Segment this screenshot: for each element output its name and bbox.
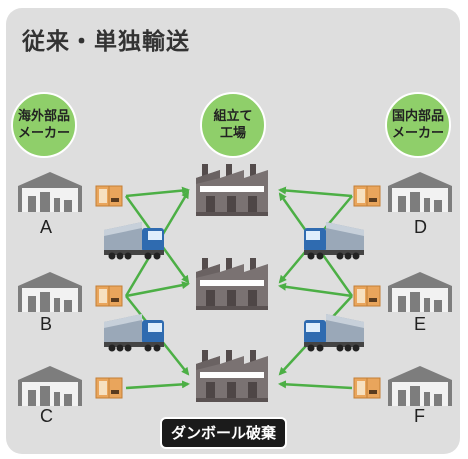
cardboard-box-icon-e: [353, 285, 381, 307]
warehouse-icon-b: [18, 272, 82, 312]
cardboard-box-icon-f: [353, 377, 381, 399]
assembly-plant-label-2: 工場: [219, 126, 246, 141]
factory-icon-middle: [196, 258, 268, 310]
supplier-label-a: A: [40, 217, 53, 237]
truck-icon-right-lower: [304, 314, 364, 352]
supplier-label-c: C: [40, 406, 53, 426]
supplier-label-f: F: [414, 406, 425, 426]
diagram-title: 従来・単独輸送: [22, 29, 190, 55]
factory-icon-top: [196, 164, 268, 216]
arrows-right: [278, 186, 354, 390]
assembly-plant-label-1: 組立て: [213, 109, 253, 124]
domestic-maker-label-2: メーカー: [391, 126, 444, 141]
warehouse-icon-f: [388, 366, 452, 406]
overseas-maker-label-2: メーカー: [17, 126, 70, 141]
domestic-maker-circle: 国内部品 メーカー: [385, 92, 451, 158]
supplier-label-e: E: [414, 314, 427, 334]
cardboard-box-icon-d: [353, 185, 381, 207]
cardboard-box-icon-a: [95, 185, 123, 207]
cardboard-disposal-badge: ダンボール破棄: [160, 417, 288, 449]
cardboard-box-icon-b: [95, 285, 123, 307]
warehouse-icon-d: [388, 172, 452, 212]
truck-icon-left-upper: [104, 222, 164, 260]
arrows-left: [124, 186, 190, 390]
factory-icon-bottom: [196, 350, 268, 402]
supplier-label-b: B: [40, 314, 53, 334]
truck-icon-right-upper: [304, 222, 364, 260]
assembly-plant-circle: 組立て 工場: [200, 92, 266, 158]
truck-icon-left-lower: [104, 314, 164, 352]
domestic-maker-label-1: 国内部品: [391, 109, 444, 124]
overseas-maker-circle: 海外部品 メーカー: [11, 92, 77, 158]
warehouse-icon-a: [18, 172, 82, 212]
warehouse-icon-c: [18, 366, 82, 406]
cardboard-box-icon-c: [95, 377, 123, 399]
overseas-maker-label-1: 海外部品: [17, 109, 70, 124]
supplier-label-d: D: [414, 217, 427, 237]
warehouse-icon-e: [388, 272, 452, 312]
